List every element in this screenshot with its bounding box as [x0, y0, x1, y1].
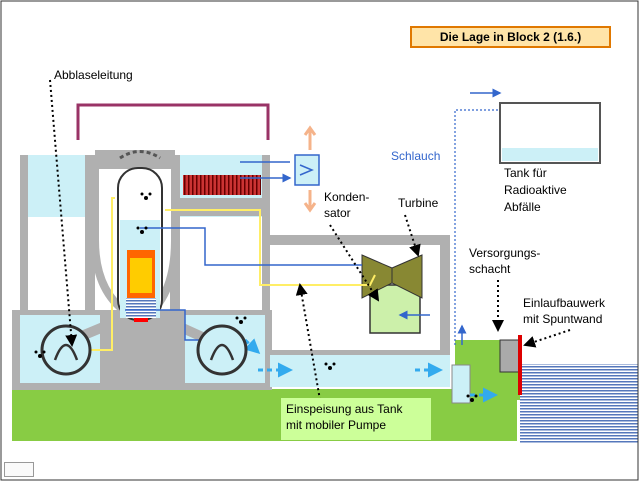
turbine-icon	[361, 254, 423, 299]
versorgung-label-1: Versorgungs-	[469, 246, 541, 260]
slide-nav-icon[interactable]	[4, 462, 34, 477]
spuntwand	[518, 335, 522, 395]
flow-arrows	[243, 338, 498, 403]
caption-line-1: Einspeisung aus Tank	[286, 402, 403, 416]
caption-box: Einspeisung aus Tank mit mobiler Pumpe	[281, 398, 431, 440]
leader-lines	[49, 79, 571, 401]
schlauch-label: Schlauch	[391, 149, 441, 163]
turbine-building	[270, 235, 450, 387]
reactor-vessel	[117, 167, 163, 322]
hx-lines	[240, 161, 290, 178]
sea-water	[520, 364, 638, 444]
yellow-pipes	[85, 197, 376, 351]
heat-exchanger-icon	[294, 154, 320, 186]
tank-label-2: Radioaktive	[504, 183, 567, 197]
abblaseleitung-label: Abblaseleitung	[54, 68, 133, 82]
versorgung-label-2: schacht	[469, 262, 511, 276]
spent-fuel-icon	[183, 175, 261, 195]
intake-structure	[499, 339, 521, 373]
caption-line-2: mit mobiler Pumpe	[286, 418, 387, 432]
turbine-label: Turbine	[398, 196, 439, 210]
heat-arrow-up	[303, 125, 317, 150]
hose-line	[454, 109, 500, 345]
tank-label-3: Abfälle	[504, 200, 541, 214]
pump-icon	[40, 324, 248, 376]
supply-shaft	[451, 364, 471, 404]
kondensator-label-2: sator	[324, 206, 351, 220]
tank-label-1: Tank für	[504, 166, 547, 180]
vent-line	[76, 103, 270, 140]
einlauf-label-2: mit Spuntwand	[523, 312, 603, 326]
reactor-lid	[119, 150, 161, 160]
einlauf-label-1: Einlaufbauwerk	[523, 296, 606, 310]
radiation-icon	[34, 192, 478, 402]
kondensator-label-1: Konden-	[324, 190, 370, 204]
title-box: Die Lage in Block 2 (1.6.)	[410, 26, 611, 48]
heat-arrow-down	[303, 190, 317, 213]
waste-tank-water	[502, 148, 598, 161]
ground	[12, 389, 517, 441]
